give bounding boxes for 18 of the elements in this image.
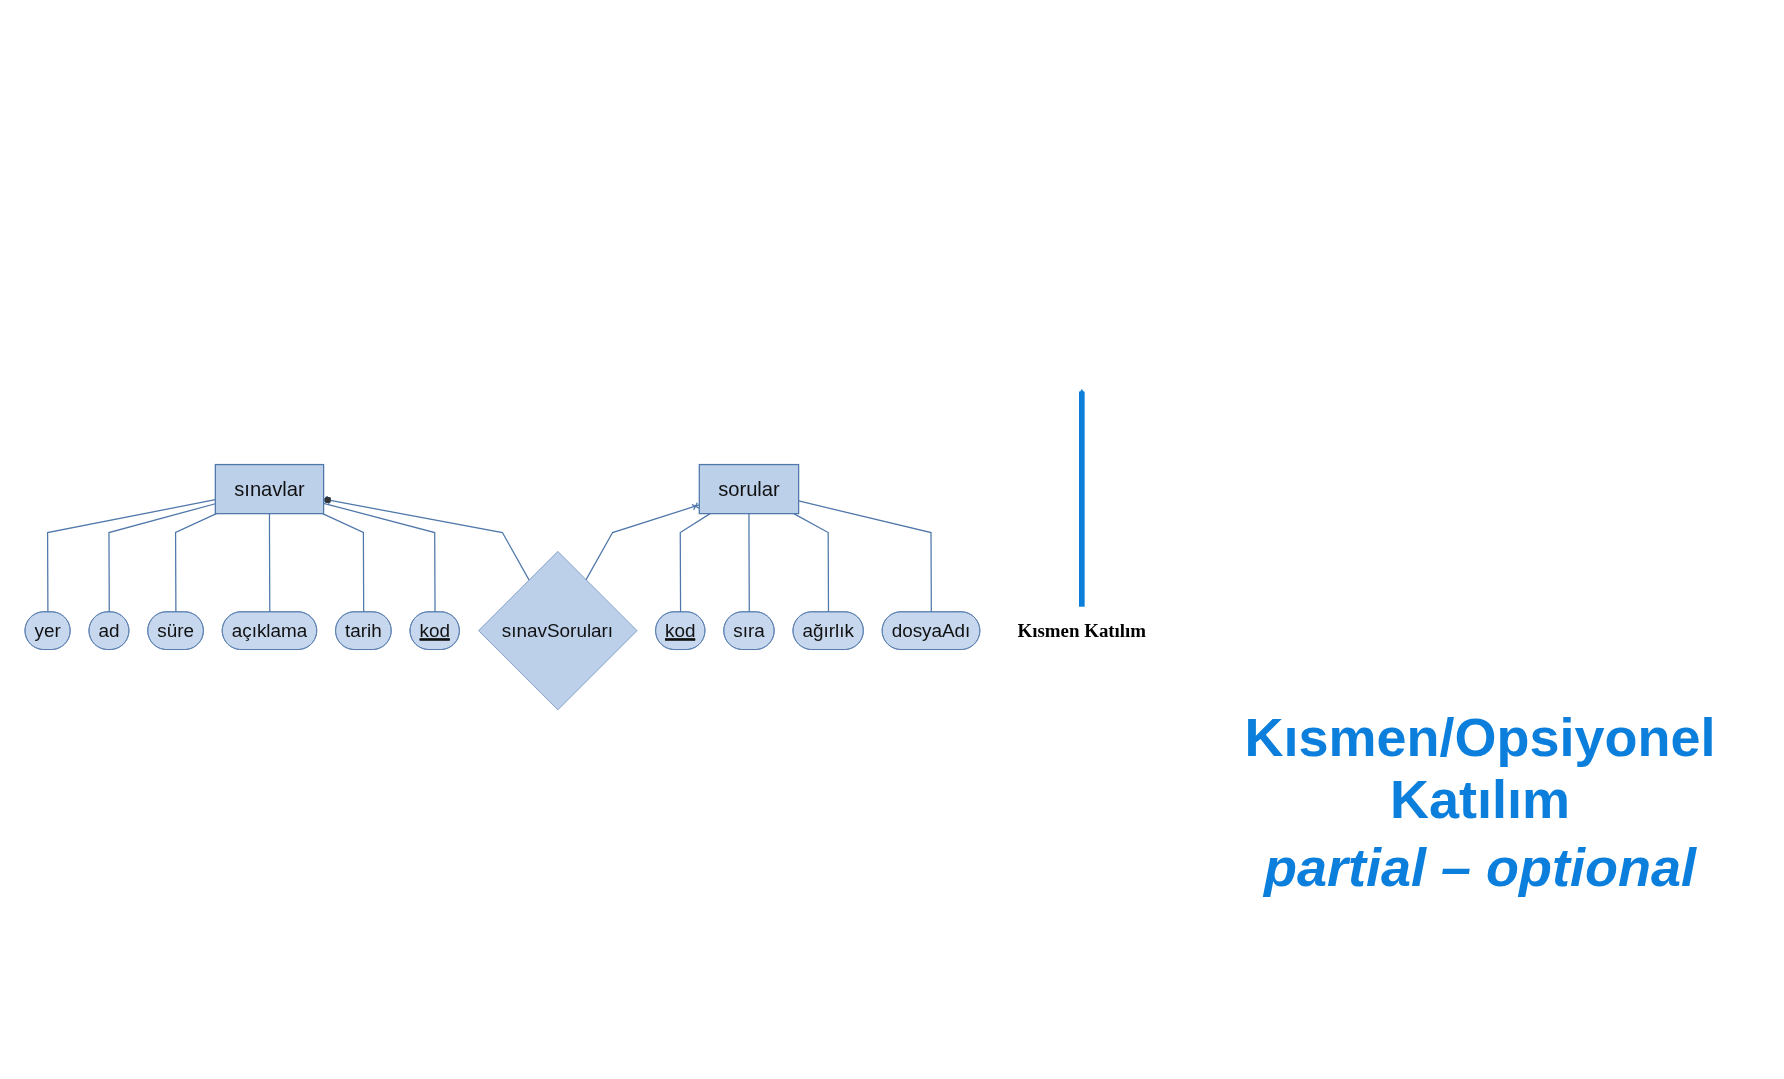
node-box: sınavlar <box>214 463 325 515</box>
connector <box>793 513 830 613</box>
arrow <box>1079 388 1085 608</box>
connector <box>108 503 216 613</box>
connector <box>798 500 932 613</box>
connector <box>268 513 271 613</box>
connector <box>46 499 216 613</box>
node-text: Kısmen Katılım <box>1017 620 1147 642</box>
connector <box>679 513 711 613</box>
connector <box>323 496 530 581</box>
node-diamond: sınavSoruları <box>478 551 638 711</box>
connector <box>748 513 750 613</box>
connector <box>321 513 365 613</box>
caption-subtitle: partial – optional <box>1262 836 1698 898</box>
connector <box>585 502 700 581</box>
connector <box>323 502 436 613</box>
node-box: sorular <box>698 463 800 515</box>
connector <box>174 513 218 613</box>
